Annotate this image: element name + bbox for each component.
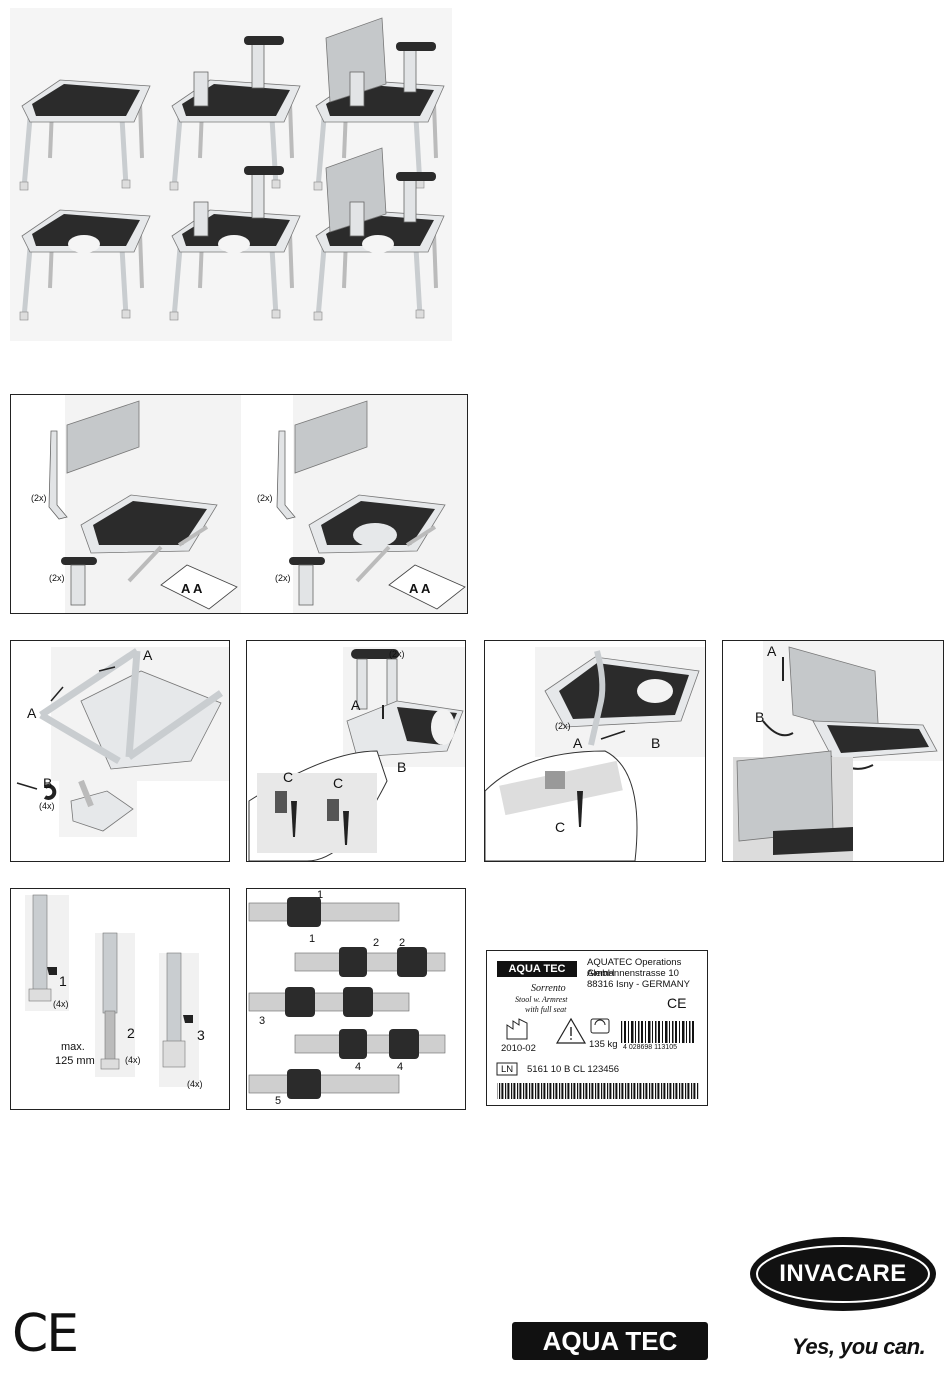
step2-qty: (2x) [389, 649, 405, 659]
step2-label-a: A [351, 697, 361, 713]
leg-max-value: 125 mm [55, 1055, 95, 1067]
strap-step-3: 3 [259, 1015, 266, 1027]
invacare-logo: INVACARE [748, 1234, 938, 1314]
label-date: 2010-02 [501, 1043, 536, 1054]
label-barcode-text: 4 028698 113105 [623, 1044, 677, 1051]
step3-label-c: C [555, 819, 566, 835]
label-model: Sorrento [531, 983, 566, 994]
tagline: Yes, you can. [792, 1334, 926, 1359]
parts-illustration: A A A A [48, 395, 467, 613]
step3-qty: (2x) [555, 721, 571, 731]
qty-armrest-right: (2x) [275, 573, 291, 583]
leg-qty-1: (4x) [53, 999, 69, 1009]
leg-num-1: 1 [59, 973, 67, 989]
strap-step-4a: 4 [355, 1061, 362, 1073]
step1-panel: A A B (4x) [10, 640, 230, 862]
step4-label-b: B [755, 709, 765, 725]
backrest-post-illustration [485, 647, 705, 861]
qty-armrest-left: (2x) [49, 573, 65, 583]
svg-text:A A: A A [409, 581, 431, 596]
strap-buckle-illustration [248, 897, 446, 1099]
label-city: 88316 Isny - GERMANY [587, 979, 690, 990]
aquatec-logo: AQUA TEC [512, 1322, 708, 1360]
backrest-attach-illustration [733, 641, 943, 861]
step1-qty-b: (4x) [39, 801, 55, 811]
strap-step-2b: 2 [399, 937, 406, 949]
invacare-swoosh [750, 1237, 936, 1311]
label-desc2: with full seat [525, 1005, 567, 1014]
strap-step-1b: 1 [309, 933, 316, 945]
strap-panel: 1 1 2 2 3 4 4 5 [246, 888, 466, 1110]
label-ln-value: 5161 10 B CL 123456 [527, 1064, 620, 1075]
qty-backrest-left: (2x) [31, 493, 47, 503]
label-desc1: Stool w. Armrest [515, 995, 568, 1004]
qty-backrest-right: (2x) [257, 493, 273, 503]
label-ce: CE [667, 995, 687, 1011]
label-weight: 135 kg [589, 1039, 618, 1050]
weight-limit-icon [590, 1018, 610, 1034]
leg-num-2: 2 [127, 1025, 135, 1041]
leg-adjust-illustration [25, 894, 199, 1087]
step4-panel: A B [722, 640, 944, 862]
step2-label-b: B [397, 759, 407, 775]
step4-label-a: A [767, 643, 777, 659]
step3-label-b: B [651, 735, 661, 751]
strap-step-5: 5 [275, 1095, 282, 1107]
step2-label-c2: C [333, 775, 344, 791]
step1-label-a1: A [143, 647, 153, 663]
label-brand: AQUA TEC [497, 961, 577, 977]
product-label: AQUA TEC AQUATEC Operations GmbH Alemann… [486, 950, 708, 1106]
armrest-mount-illustration [248, 647, 465, 861]
label-street: Alemannenstrasse 10 [587, 968, 679, 979]
strap-step-1a: 1 [317, 889, 324, 901]
strap-step-2a: 2 [373, 937, 380, 949]
step3-label-a: A [573, 735, 583, 751]
leg-qty-3: (4x) [187, 1079, 203, 1089]
label-symbols [496, 1017, 699, 1099]
leg-frame-illustration [16, 647, 229, 837]
step2-panel: A (2x) B C C [246, 640, 466, 862]
chair-variants-illustration [10, 17, 452, 341]
leg-qty-2: (4x) [125, 1055, 141, 1065]
strap-step-4b: 4 [397, 1061, 404, 1073]
step2-label-c1: C [283, 769, 294, 785]
barcode-lot [497, 1083, 699, 1099]
label-company: AQUATEC Operations GmbH [587, 957, 682, 979]
parts-panel: A A A A (2x) (2x) (2x) (2x) [10, 394, 468, 614]
step1-label-a2: A [27, 705, 37, 721]
step1-label-b: B [43, 775, 53, 791]
leg-adjust-panel: 1 (4x) 2 max. 125 mm (4x) 3 (4x) [10, 888, 230, 1110]
svg-text:A A: A A [181, 581, 203, 596]
manufacture-date-icon [506, 1018, 528, 1040]
leg-max-label: max. [61, 1041, 85, 1053]
barcode-ean [621, 1021, 694, 1043]
label-ln: LN [501, 1064, 514, 1075]
footer-ce-mark: CE [12, 1304, 79, 1364]
leg-num-3: 3 [197, 1027, 205, 1043]
warning-icon [555, 1017, 587, 1044]
overview-panel [10, 8, 452, 341]
step3-panel: (2x) A B C [484, 640, 706, 862]
